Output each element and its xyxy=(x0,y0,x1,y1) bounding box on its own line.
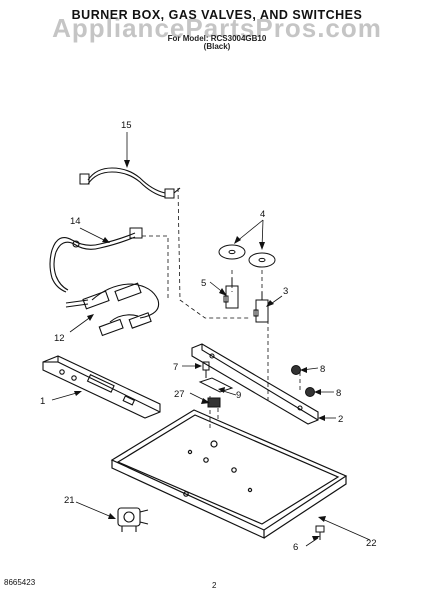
part-8-nut-upper xyxy=(291,365,301,375)
callout-3: 3 xyxy=(283,286,288,297)
part-8-nut-lower xyxy=(305,387,315,397)
color-subtitle: (Black) xyxy=(203,42,231,51)
burner-box-tray xyxy=(110,409,348,539)
part-2-bracket-rail xyxy=(191,343,319,425)
callout-15: 15 xyxy=(121,120,132,131)
model-subtitle: For Model: RCS3004GB10 xyxy=(167,34,267,43)
part-4-seals xyxy=(218,244,276,268)
part-1-front-panel xyxy=(42,355,161,419)
connection-leader-lines xyxy=(142,187,301,430)
callout-22: 22 xyxy=(366,538,377,549)
callout-7: 7 xyxy=(173,362,178,373)
callout-14: 14 xyxy=(70,216,81,227)
callout-5: 5 xyxy=(201,278,206,289)
part-21-valve xyxy=(117,507,149,532)
footer-document-id: 8665423 xyxy=(4,578,36,587)
callout-6: 6 xyxy=(293,542,298,553)
part-9-clip xyxy=(198,377,234,393)
part-14-wire-harness xyxy=(49,227,143,293)
part-3-gas-valve xyxy=(253,292,269,323)
part-27-bracket xyxy=(207,397,221,408)
callout-8-upper: 8 xyxy=(320,364,325,375)
watermark: AppliancePartsPros.com xyxy=(52,13,382,43)
callout-2: 2 xyxy=(338,414,343,425)
page-title: BURNER BOX, GAS VALVES, AND SWITCHES xyxy=(71,8,363,22)
callout-1: 1 xyxy=(40,396,45,407)
callout-9: 9 xyxy=(236,390,241,401)
part-5-gas-valve xyxy=(223,278,239,309)
callout-4: 4 xyxy=(260,209,265,220)
callout-21: 21 xyxy=(64,495,75,506)
callout-27: 27 xyxy=(174,389,185,400)
part-15-wire-harness xyxy=(79,167,181,199)
footer-page-number: 2 xyxy=(212,581,217,590)
callout-leaders xyxy=(51,132,371,547)
part-7-screw xyxy=(202,361,210,378)
callout-12: 12 xyxy=(54,333,65,344)
callout-8-lower: 8 xyxy=(336,388,341,399)
callout-arrowheads xyxy=(74,160,326,541)
part-12-switch-assembly xyxy=(65,282,160,337)
